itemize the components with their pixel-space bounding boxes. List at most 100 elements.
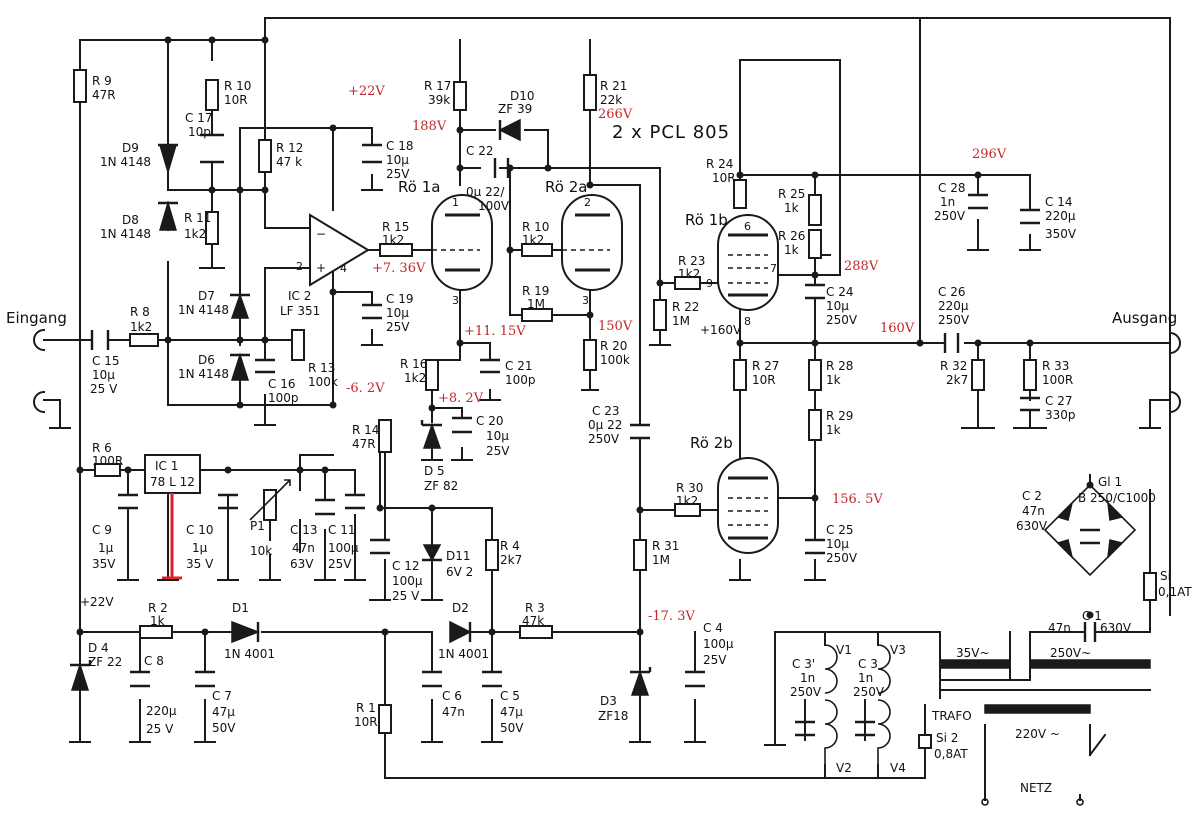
- diodes-d6-0-label: D6: [198, 353, 215, 367]
- capacitors-c25-1-label: 10µ: [826, 537, 849, 551]
- svg-text:−: −: [316, 227, 326, 241]
- resistors-p1-0-label: P1: [250, 519, 265, 533]
- capacitors-c21-0-label: C 21: [505, 359, 532, 373]
- tubes-ro1b-label: Rö 1b: [685, 211, 728, 229]
- title: 2 x PCL 805: [612, 122, 730, 143]
- windings-w250-label: 250V~: [1050, 646, 1091, 660]
- tubes-ro2a-label: Rö 2a: [545, 178, 587, 196]
- capacitors-c19-0-label: C 19: [386, 292, 413, 306]
- resistors-r32-0-label: R 32: [940, 359, 967, 373]
- rails-p22a-label: +22V: [80, 595, 114, 609]
- ic1-ground-highlight: [162, 493, 182, 580]
- resistors-r17-1-label: 39k: [428, 93, 450, 107]
- capacitors-c12-1-label: 100µ: [392, 574, 423, 588]
- voltages-v1115-label: +11. 15V: [464, 324, 526, 339]
- capacitors-c22-2-label: 100V: [478, 199, 510, 213]
- capacitors-c24-2-label: 250V: [826, 313, 858, 327]
- capacitors-c1-0-label: C 1: [1082, 609, 1102, 623]
- svg-text:+: +: [316, 261, 326, 275]
- capacitors-c15-2-label: 25 V: [90, 382, 118, 396]
- pins-5-label: 8: [744, 315, 751, 328]
- chokes-3-label: V4: [890, 761, 906, 775]
- resistors-r22-0-label: R 22: [672, 300, 699, 314]
- voltages-v160-label: 160V: [880, 321, 915, 336]
- diodes-d5-1-label: ZF 82: [424, 479, 458, 493]
- resistors-r30-1-label: 1k2: [676, 494, 698, 508]
- diodes-d10-1-label: ZF 39: [498, 102, 532, 116]
- capacitors-c23-1-label: 0µ 22: [588, 418, 622, 432]
- capacitors-c15-0-label: C 15: [92, 354, 119, 368]
- resistors-r26-1-label: 1k: [784, 243, 799, 257]
- resistors-r6-0-label: R 6: [92, 441, 112, 455]
- resistors-r33-0-label: R 33: [1042, 359, 1069, 373]
- tubes-ro1a-label: Rö 1a: [398, 178, 440, 196]
- resistors-r4-1-label: 2k7: [500, 553, 522, 567]
- resistors-r19-1-label: 1M: [527, 297, 545, 311]
- capacitors-c7-0-label: C 7: [212, 689, 232, 703]
- capacitors-c7-2-label: 50V: [212, 721, 236, 735]
- resistors-p1-1-label: 10k: [250, 544, 272, 558]
- capacitors-c5-0-label: C 5: [500, 689, 520, 703]
- diodes-d11-0-label: D11: [446, 549, 471, 563]
- capacitors-c8-1-label: 220µ: [146, 704, 177, 718]
- capacitors-c19-1-label: 10µ: [386, 306, 409, 320]
- resistor-bodies: [73, 69, 1037, 734]
- resistors-r29-0-label: R 29: [826, 409, 853, 423]
- resistors-r12-0-label: R 12: [276, 141, 303, 155]
- diodes-d7-0-label: D7: [198, 289, 215, 303]
- diodes-d1-0-label: D1: [232, 601, 249, 615]
- voltages-v288-label: 288V: [844, 259, 879, 274]
- resistors-r23-1-label: 1k2: [678, 267, 700, 281]
- resistors-r21-1-label: 22k: [600, 93, 622, 107]
- capacitors-c16-1-label: 100p: [268, 391, 299, 405]
- rails-p160-label: +160V: [700, 323, 742, 337]
- resistors-r29-1-label: 1k: [826, 423, 841, 437]
- chokes-2-label: V3: [890, 643, 906, 657]
- capacitors-c23-2-label: 250V: [588, 432, 620, 446]
- resistors-r19-0-label: R 19: [522, 284, 549, 298]
- capacitors-c17-0-label: C 17: [185, 111, 212, 125]
- capacitors-c17-1-label: 10p: [188, 125, 211, 139]
- capacitors-c27-1-label: 330p: [1045, 408, 1076, 422]
- resistors-r24-1-label: 10R: [712, 171, 736, 185]
- diodes-d3-1-label: ZF18: [598, 709, 628, 723]
- voltages-v296-label: 296V: [972, 147, 1007, 162]
- resistors-r11-0-label: R 11: [184, 211, 211, 225]
- fuses-si-0-label: Si: [1160, 569, 1171, 583]
- capacitors-c2-1-label: 47n: [1022, 504, 1045, 518]
- voltages-v22-label: +22V: [348, 84, 385, 99]
- resistors-r28-0-label: R 28: [826, 359, 853, 373]
- capacitors-c27-0-label: C 27: [1045, 394, 1072, 408]
- diodes-d8-0-label: D8: [122, 213, 139, 227]
- pins-4-label: 7: [770, 262, 777, 275]
- pins-6-label: 9: [706, 277, 713, 290]
- voltages-v82-label: +8. 2V: [438, 391, 484, 406]
- resistors-r22-1-label: 1M: [672, 314, 690, 328]
- diodes-d9-1-label: 1N 4148: [100, 155, 151, 169]
- capacitors-c2-0-label: C 2: [1022, 489, 1042, 503]
- capacitors-c18-1-label: 10µ: [386, 153, 409, 167]
- diodes-d3-0-label: D3: [600, 694, 617, 708]
- resistors-r16-0-label: R 16: [400, 357, 427, 371]
- resistors-r2-1-label: 1k: [150, 614, 165, 628]
- resistors-r25-1-label: 1k: [784, 201, 799, 215]
- resistors-r3-1-label: 47k: [522, 614, 544, 628]
- resistors-r32-1-label: 2k7: [946, 373, 968, 387]
- capacitors-c7-1-label: 47µ: [212, 705, 235, 719]
- diodes-d5-0-label: D 5: [424, 464, 445, 478]
- ics-ic2-1-label: LF 351: [280, 304, 320, 318]
- resistors-r20-1-label: 100k: [600, 353, 630, 367]
- ics-ic1-1-label: 78 L 12: [150, 475, 195, 489]
- capacitors-c9-2-label: 35V: [92, 557, 116, 571]
- capacitors-c13-0-label: C 13: [290, 523, 317, 537]
- capacitors-c28-1-label: 1n: [940, 195, 955, 209]
- capacitors-c10-0-label: C 10: [186, 523, 213, 537]
- capacitors-c4-2-label: 25V: [703, 653, 727, 667]
- diodes-d11-1-label: 6V 2: [446, 565, 473, 579]
- capacitors-c14-0-label: C 14: [1045, 195, 1072, 209]
- capacitors-c25-0-label: C 25: [826, 523, 853, 537]
- resistors-r11-1-label: 1k2: [184, 227, 206, 241]
- diodes-d2-0-label: D2: [452, 601, 469, 615]
- capacitors-c23-0-label: C 23: [592, 404, 619, 418]
